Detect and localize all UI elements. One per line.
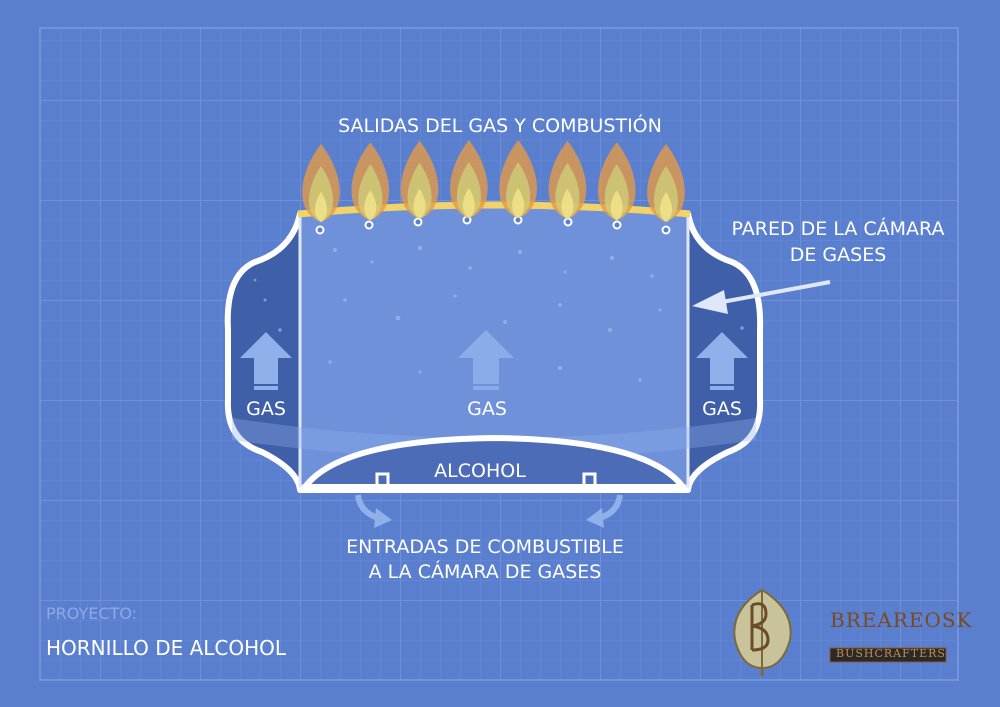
flame-inner	[462, 188, 475, 219]
flame-inner	[364, 190, 377, 221]
gas-bubbles	[253, 245, 744, 382]
project-name: HORNILLO DE ALCOHOL	[46, 636, 287, 660]
brand-logo	[829, 647, 947, 663]
gas-arrow-left	[240, 332, 292, 390]
flame-inner	[610, 190, 623, 221]
gas-label-left: GAS	[246, 398, 286, 420]
inlet-arrowhead-left	[374, 508, 392, 528]
inlet-arrowhead-right	[586, 508, 604, 528]
grid-frame	[39, 27, 959, 681]
gas-label-right: GAS	[702, 398, 742, 420]
inlets-label-line1: ENTRADAS DE COMBUSTIBLE	[346, 536, 624, 558]
flame-inner	[561, 188, 574, 219]
alcohol-label: ALCOHOL	[434, 460, 526, 482]
flame-inner	[659, 192, 673, 222]
wall-label-line2: DE GASES	[789, 244, 887, 266]
flame-inner	[413, 188, 426, 219]
burner-rim	[297, 201, 691, 218]
wall-pointer-line	[721, 280, 831, 304]
birch-leaf-logo	[733, 588, 792, 676]
exhaust-label: SALIDAS DEL GAS Y COMBUSTIÓN	[338, 115, 662, 137]
wall-label-line1: PARED DE LA CÁMARA	[731, 218, 945, 240]
inlet-notch-right	[582, 472, 597, 488]
flames	[302, 140, 685, 222]
brand-logo-text: BREAREOSK	[830, 608, 973, 632]
gas-arrow-center	[458, 330, 514, 390]
project-caption: PROYECTO:	[46, 604, 138, 623]
flame-inner	[314, 192, 328, 222]
gas-label-center: GAS	[467, 398, 507, 420]
inlet-notch-left	[375, 472, 390, 488]
wall-pointer-arrowhead	[692, 290, 728, 314]
gas-arrow-right	[696, 332, 748, 390]
brand-logo-subtext: BUSHCRAFTERS	[836, 647, 946, 660]
inlets-label-line2: A LA CÁMARA DE GASES	[368, 561, 602, 583]
flame-inner	[512, 188, 525, 219]
jet-holes	[315, 215, 671, 235]
